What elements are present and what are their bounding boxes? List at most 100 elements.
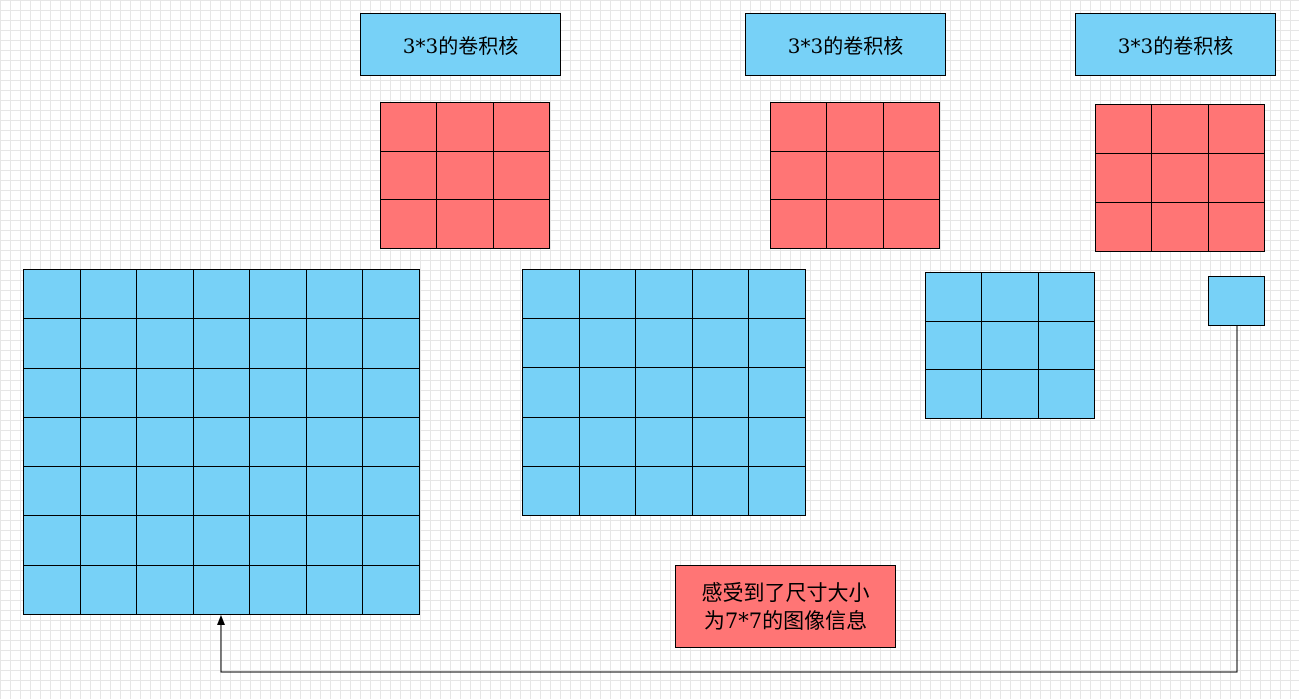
kernel-grid-2-cell <box>771 200 828 249</box>
input-grid-7x7-cell <box>193 417 251 468</box>
feature-grid-5x5-cell <box>523 270 580 320</box>
kernel-label-1-text: 3*3的卷积核 <box>402 34 519 58</box>
kernel-grid-1-cell <box>493 151 550 201</box>
input-grid-7x7-cell <box>193 565 251 615</box>
kernel-grid-1-cell <box>493 103 550 152</box>
feature-grid-3x3-cell <box>926 273 983 322</box>
note-line-1: 感受到了尺寸大小 <box>701 580 870 605</box>
kernel-grid-1-cell <box>493 200 550 249</box>
input-grid-7x7-cell <box>306 565 364 615</box>
feature-grid-3x3 <box>925 272 1095 419</box>
feature-grid-5x5-cell <box>579 319 637 369</box>
kernel-grid-1-cell <box>381 151 438 201</box>
feature-grid-3x3-cell <box>982 273 1039 322</box>
input-grid-7x7-cell <box>24 270 81 320</box>
feature-grid-3x3-cell <box>982 321 1039 371</box>
feature-grid-3x3-cell <box>1038 321 1095 371</box>
feature-grid-5x5-cell <box>523 319 580 369</box>
input-grid-7x7-cell <box>193 270 251 320</box>
feature-grid-5x5-cell <box>579 466 637 516</box>
input-grid-7x7-cell <box>363 516 420 566</box>
input-grid-7x7-cell <box>80 516 138 566</box>
kernel-grid-2-cell <box>883 103 940 152</box>
kernel-grid-1-cell <box>437 151 494 201</box>
feature-grid-3x3-cell <box>982 370 1039 419</box>
input-grid-7x7-cell <box>80 368 138 418</box>
input-grid-7x7-cell <box>137 270 194 320</box>
feature-grid-5x5-cell <box>636 270 693 320</box>
feature-grid-5x5-cell <box>749 368 806 418</box>
kernel-grid-1-cell <box>381 103 438 152</box>
connector-line <box>220 326 1238 673</box>
input-grid-7x7-cell <box>137 565 194 615</box>
kernel-grid-3-cell <box>1208 154 1265 203</box>
input-grid-7x7-cell <box>306 270 364 320</box>
feature-grid-5x5 <box>522 269 806 516</box>
feature-grid-5x5-cell <box>636 368 693 418</box>
feature-grid-5x5-cell <box>749 417 806 467</box>
input-grid-7x7-cell <box>24 417 81 468</box>
kernel-grid-3-cell <box>1208 105 1265 154</box>
input-grid-7x7-cell <box>193 516 251 566</box>
input-grid-7x7-cell <box>363 270 420 320</box>
receptive-field-note: 感受到了尺寸大小 为7*7的图像信息 <box>675 565 896 648</box>
input-grid-7x7-cell <box>24 516 81 566</box>
kernel-grid-2-cell <box>827 200 884 249</box>
input-grid-7x7-cell <box>306 368 364 418</box>
feature-grid-3x3-cell <box>1038 370 1095 419</box>
note-line-2: 为7*7的图像信息 <box>703 608 868 633</box>
input-grid-7x7-cell <box>80 565 138 615</box>
input-grid-7x7-cell <box>250 319 307 369</box>
feature-grid-5x5-cell <box>579 417 637 467</box>
input-grid-7x7-cell <box>137 368 194 418</box>
kernel-grid-1-cell <box>437 103 494 152</box>
kernel-grid-3-cell <box>1208 203 1265 252</box>
input-grid-7x7-cell <box>306 467 364 517</box>
input-grid-7x7-cell <box>363 417 420 468</box>
input-grid-7x7-cell <box>363 467 420 517</box>
feature-grid-5x5-cell <box>636 319 693 369</box>
input-grid-7x7-cell <box>363 319 420 369</box>
kernel-label-2: 3*3的卷积核 <box>745 13 946 76</box>
feature-grid-3x3-cell <box>926 370 983 419</box>
input-grid-7x7-cell <box>137 319 194 369</box>
kernel-label-3: 3*3的卷积核 <box>1075 13 1276 76</box>
feature-grid-5x5-cell <box>523 368 580 418</box>
kernel-grid-3-cell <box>1096 154 1153 203</box>
input-grid-7x7-cell <box>24 368 81 418</box>
feature-grid-5x5-cell <box>523 417 580 467</box>
input-grid-7x7 <box>23 269 420 615</box>
input-grid-7x7-cell <box>24 565 81 615</box>
input-grid-7x7-cell <box>250 516 307 566</box>
input-grid-7x7-cell <box>80 270 138 320</box>
input-grid-7x7-cell <box>306 516 364 566</box>
input-grid-7x7-cell <box>250 270 307 320</box>
input-grid-7x7-cell <box>137 417 194 468</box>
feature-grid-3x3-cell <box>926 321 983 371</box>
kernel-grid-2-cell <box>883 200 940 249</box>
input-grid-7x7-cell <box>306 417 364 468</box>
kernel-grid-3-cell <box>1152 105 1209 154</box>
input-grid-7x7-cell <box>137 467 194 517</box>
feature-grid-5x5-cell <box>692 270 750 320</box>
kernel-grid-3-cell <box>1096 105 1153 154</box>
input-grid-7x7-cell <box>24 467 81 517</box>
feature-grid-5x5-cell <box>749 270 806 320</box>
input-grid-7x7-cell <box>306 319 364 369</box>
kernel-grid-1-cell <box>437 200 494 249</box>
kernel-grid-3 <box>1095 104 1265 252</box>
kernel-grid-1-cell <box>381 200 438 249</box>
feature-grid-1x1 <box>1208 276 1265 326</box>
feature-grid-5x5-cell <box>749 319 806 369</box>
input-grid-7x7-cell <box>250 368 307 418</box>
input-grid-7x7-cell <box>80 417 138 468</box>
feature-grid-5x5-cell <box>749 466 806 516</box>
kernel-grid-2-cell <box>827 151 884 201</box>
input-grid-7x7-cell <box>24 319 81 369</box>
input-grid-7x7-cell <box>363 368 420 418</box>
input-grid-7x7-cell <box>193 467 251 517</box>
input-grid-7x7-cell <box>250 467 307 517</box>
kernel-grid-2-cell <box>883 151 940 201</box>
input-grid-7x7-cell <box>363 565 420 615</box>
